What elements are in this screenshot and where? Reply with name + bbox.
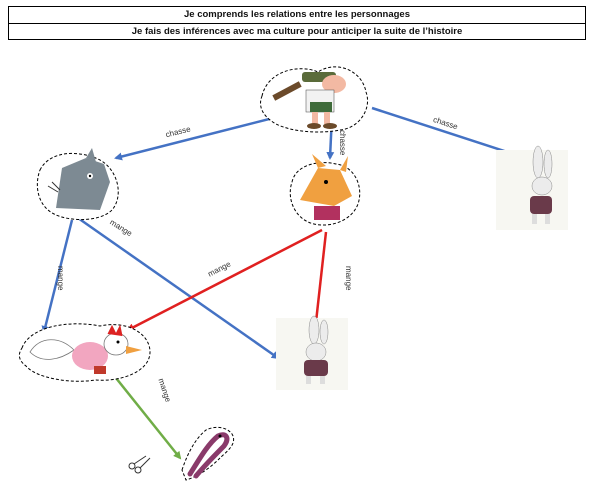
fox-icon <box>289 154 361 226</box>
rabbit-icon <box>496 145 568 230</box>
objective-1: Je comprends les relations entre les per… <box>184 9 410 20</box>
label-hunter-wolf: chasse <box>165 124 192 139</box>
scissors-icon <box>128 455 151 474</box>
hunter-icon <box>260 66 368 133</box>
rabbit-icon <box>276 315 348 390</box>
label-hen-worm: mange <box>157 377 173 404</box>
label-wolf-rabbit2: mange <box>108 218 134 239</box>
arrow-wolf-hen <box>41 219 74 334</box>
hen-icon <box>18 323 151 382</box>
worm-icon <box>181 426 234 481</box>
label-hunter-fox: chasse <box>338 130 347 156</box>
objectives-header: Je comprends les relations entre les per… <box>8 6 586 40</box>
label-fox-rabbit2: mange <box>344 266 353 291</box>
wolf-icon <box>36 148 119 221</box>
arrow-hen-worm <box>115 377 182 460</box>
label-wolf-hen: mange <box>56 266 65 291</box>
objective-2: Je fais des inférences avec ma culture p… <box>9 23 585 40</box>
arrow-fox-hen <box>126 228 323 332</box>
arrow-hunter-wolf <box>114 113 286 161</box>
label-fox-hen: mange <box>206 259 232 278</box>
arrow-wolf-rabbit2 <box>77 216 280 360</box>
